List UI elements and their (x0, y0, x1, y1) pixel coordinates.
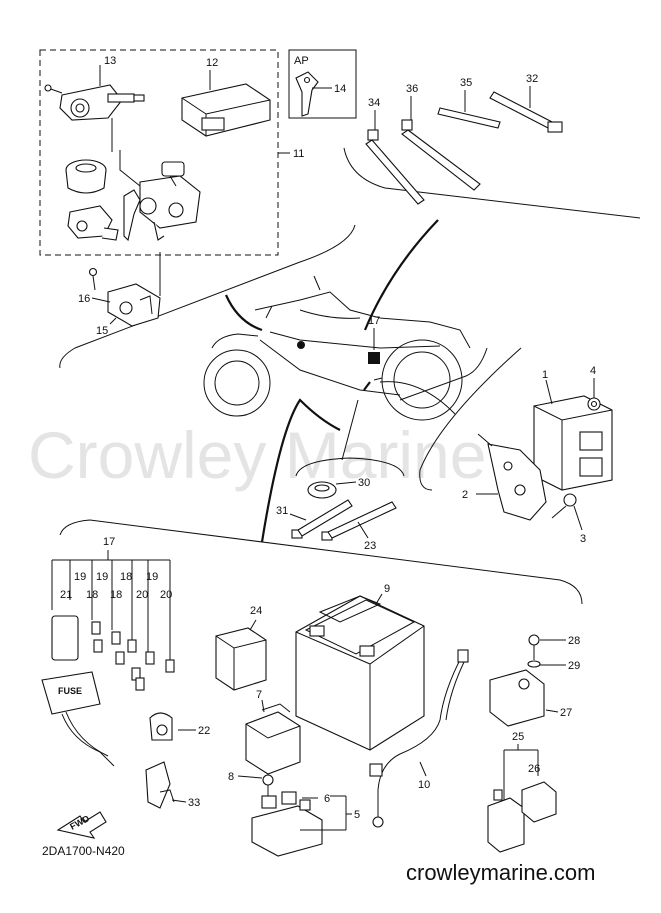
callout-36: 36 (406, 83, 418, 95)
callout-19b: 19 (96, 571, 108, 583)
callout-11: 11 (293, 148, 304, 160)
callout-30: 30 (358, 477, 370, 489)
cap-part (65, 159, 107, 194)
battery-part-9: 9 (295, 583, 425, 751)
callout-14: 14 (334, 83, 346, 95)
bolt-part-8: 8 (228, 771, 274, 800)
relay-part-24: 24 (215, 605, 267, 691)
callout-26: 26 (528, 763, 540, 775)
lock-set-part (111, 118, 201, 242)
callout-24: 24 (250, 605, 262, 617)
leader-thick-1 (363, 219, 439, 331)
callout-25: 25 (512, 731, 524, 743)
cover-part-7: 7 (245, 689, 301, 775)
callout-10: 10 (418, 779, 430, 791)
cable-ties-group: 34 36 35 32 (343, 73, 641, 219)
callout-8: 8 (228, 771, 234, 783)
ties-group-lower: 30 31 23 (276, 457, 405, 552)
callout-28: 28 (568, 635, 580, 647)
ap-label: AP (294, 55, 309, 67)
callout-21: 21 (60, 589, 72, 601)
section-curve-upper (59, 224, 356, 369)
section-curve-bottom (59, 519, 583, 605)
ap-frame (288, 49, 357, 119)
callout-6: 6 (324, 793, 330, 805)
callout-9: 9 (384, 583, 390, 595)
control-unit-part: 12 (181, 57, 271, 137)
callout-5: 5 (354, 809, 360, 821)
ecu-part-1: 1 (533, 369, 613, 491)
cable-part-10: 10 (369, 649, 469, 828)
callout-18a: 18 (120, 571, 132, 583)
callout-16: 16 (78, 293, 90, 305)
callout-27: 27 (560, 707, 572, 719)
main-switch-part: 13 (44, 55, 145, 121)
callout-18b: 18 (86, 589, 98, 601)
bracket-part-33: 33 (145, 761, 200, 809)
bolt-part-28: 28 (528, 634, 580, 660)
fuse-label: FUSE (58, 686, 82, 696)
callout-33: 33 (188, 797, 200, 809)
callout-22: 22 (198, 725, 210, 737)
callout-17-bike: 17 (368, 315, 380, 327)
callout-17-fuse: 17 (103, 536, 115, 548)
callout-15: 15 (96, 325, 108, 337)
callout-19a: 19 (74, 571, 86, 583)
callout-31: 31 (276, 505, 288, 517)
fuse-group: 17 19 19 18 19 18 18 20 20 21 FUSE (41, 536, 175, 767)
callout-20b: 20 (160, 589, 172, 601)
callout-35: 35 (460, 77, 472, 89)
callout-20a: 20 (136, 589, 148, 601)
bracket-part: 16 15 (78, 252, 161, 337)
callout-2: 2 (462, 489, 468, 501)
bracket-part-2: 2 (462, 433, 547, 521)
key-icon (295, 71, 319, 117)
callout-4: 4 (590, 365, 596, 377)
relay-part-25: 25 26 (487, 731, 557, 853)
callout-34: 34 (368, 97, 380, 109)
motorcycle-outline (203, 275, 471, 543)
nut-part-4: 4 (587, 365, 601, 411)
kit-dashed-box (39, 49, 279, 256)
ignition-kit-group: 11 13 12 (39, 49, 304, 256)
callout-19c: 19 (146, 571, 158, 583)
clamp-part-22: 22 (149, 712, 210, 741)
callout-13: 13 (104, 55, 116, 67)
callout-29: 29 (568, 660, 580, 672)
callout-12: 12 (206, 57, 218, 69)
website-text: crowleymarine.com (406, 860, 596, 885)
callout-7: 7 (256, 689, 262, 701)
bolt-part-3: 3 (551, 493, 586, 545)
drawing-code: 2DA1700-N420 (42, 844, 125, 858)
callout-23: 23 (364, 540, 376, 552)
washer-part-29: 29 (527, 660, 580, 672)
callout-32: 32 (526, 73, 538, 85)
callout-1: 1 (542, 369, 548, 381)
watermark: Crowley Marine (28, 418, 486, 492)
starter-relay-part-5: 6 5 (251, 791, 360, 857)
callout-18c: 18 (110, 589, 122, 601)
relay-part-27: 27 (489, 669, 572, 727)
fwd-arrow-icon: FWD (56, 811, 107, 839)
section-curve-right (419, 347, 522, 491)
switch-body-part (67, 205, 119, 241)
callout-3: 3 (580, 533, 586, 545)
key-ap-box: AP 14 (288, 49, 357, 119)
